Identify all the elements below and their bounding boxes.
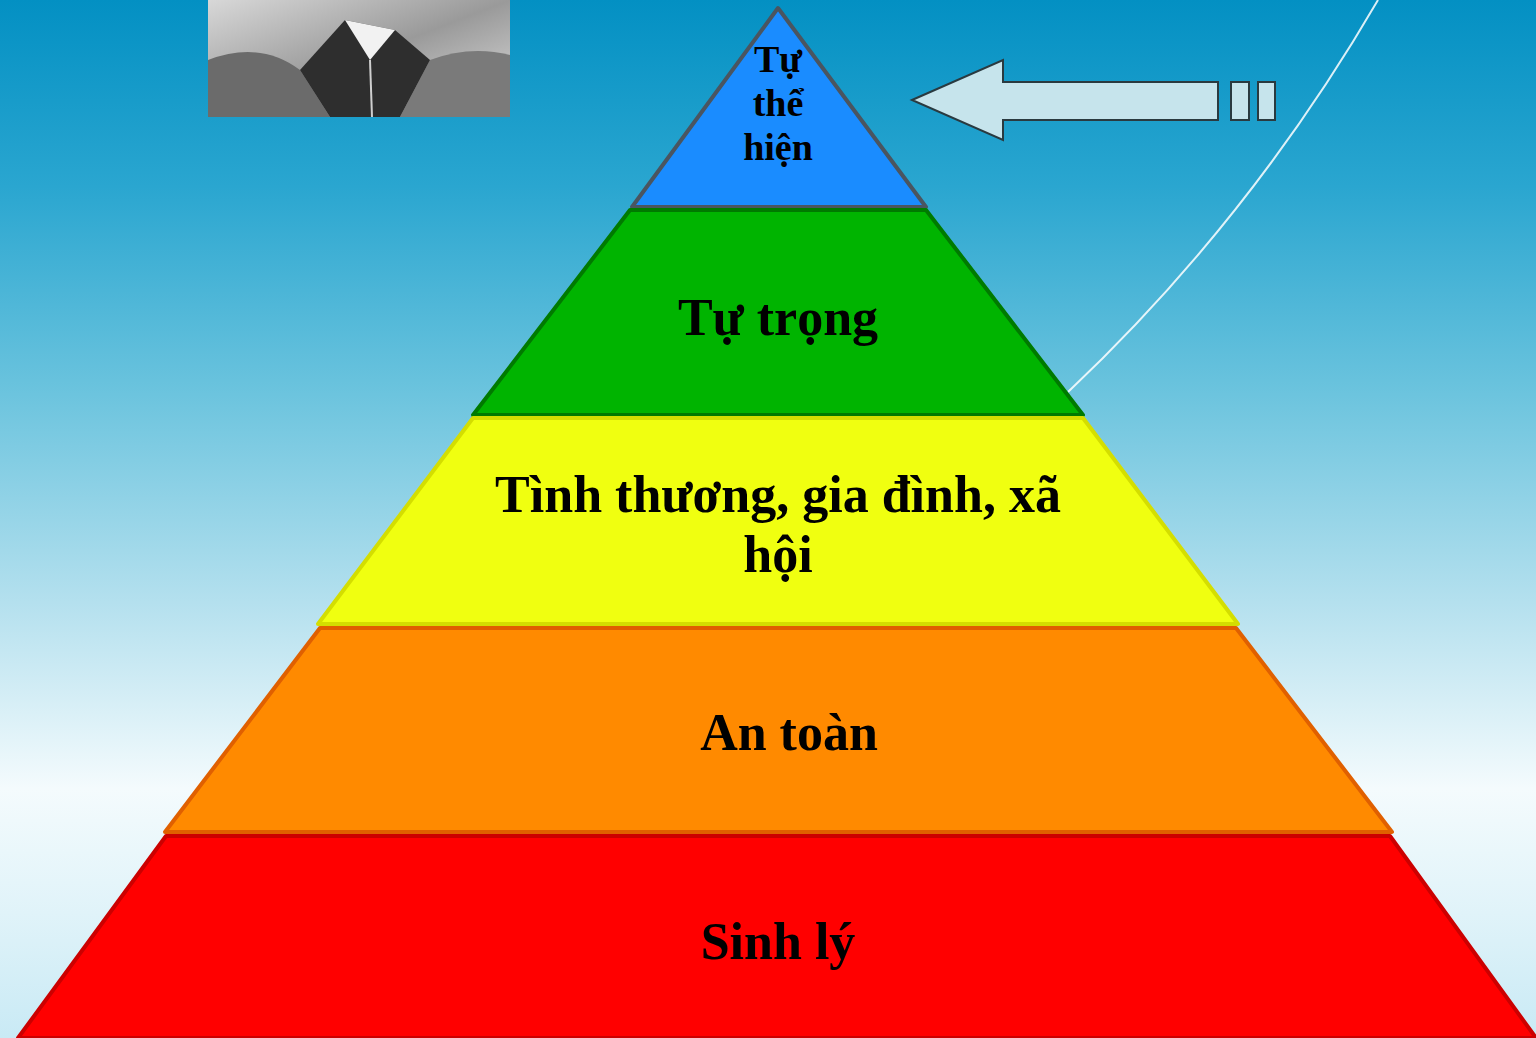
level-label: Tự thể hiện xyxy=(735,37,821,169)
pointer-arrow xyxy=(912,60,1275,140)
level-label: Tự trọng xyxy=(528,288,1028,348)
band-fill xyxy=(473,210,1083,415)
love-belonging-band: Tình thương, gia đình, xã hội xyxy=(318,418,1238,624)
level-label: Tình thương, gia đình, xã hội xyxy=(458,465,1098,585)
self-actualization-band: Tự thể hiện xyxy=(632,8,926,207)
band-fill xyxy=(318,418,1238,624)
level-label: Sinh lý xyxy=(328,912,1228,972)
esteem-band: Tự trọng xyxy=(473,210,1083,415)
physiological-band: Sinh lý xyxy=(18,836,1536,1038)
light-streak xyxy=(1068,0,1378,392)
band-fill xyxy=(165,628,1392,832)
band-fill xyxy=(18,836,1536,1038)
level-label: An toàn xyxy=(389,703,1189,763)
portrait-photo xyxy=(208,0,510,117)
safety-band: An toàn xyxy=(165,628,1392,832)
band-fill xyxy=(632,8,926,207)
